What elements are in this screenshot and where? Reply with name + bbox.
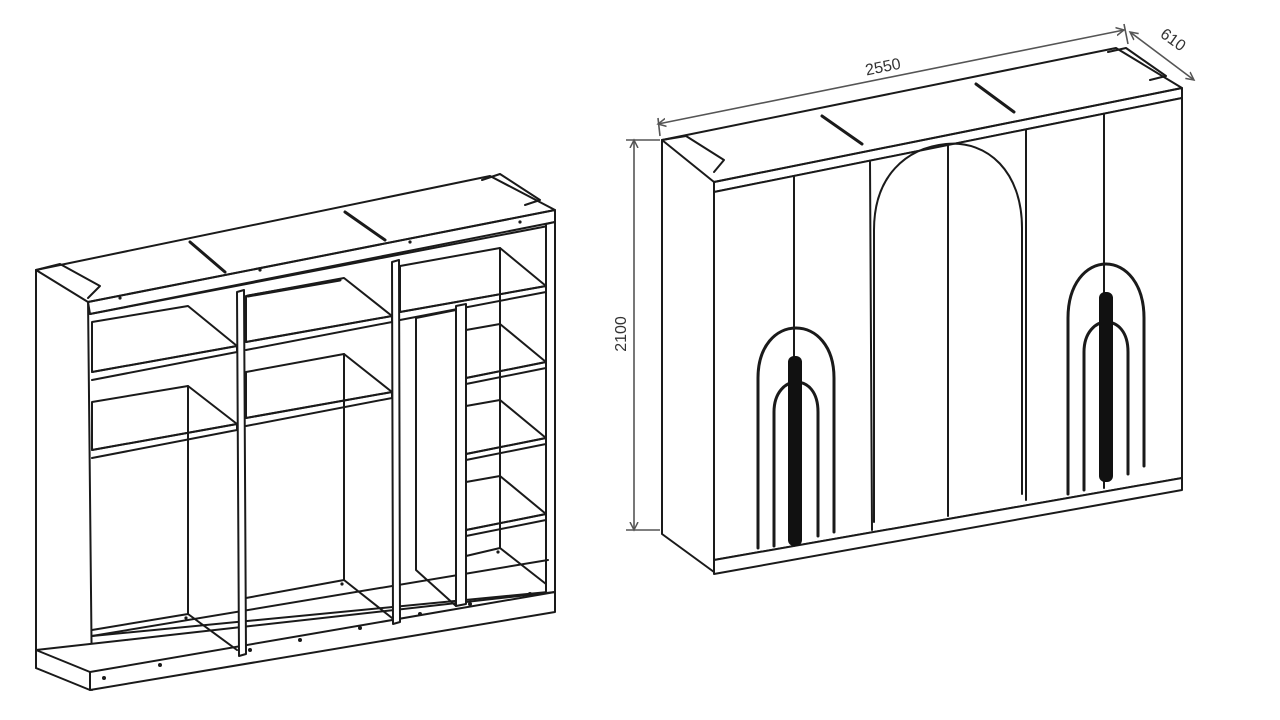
plinth-edge <box>35 649 91 673</box>
shelf-c1-middle-edge <box>91 423 238 459</box>
hanging-rail-c2 <box>246 278 342 298</box>
open-wardrobe-view <box>35 173 556 691</box>
shelf-c2-top-edge <box>245 315 393 351</box>
plinth-front <box>35 591 556 691</box>
c2-floor-edge <box>343 579 393 619</box>
top-cap-left <box>35 263 101 299</box>
shelf-c1-top-edge <box>91 345 238 381</box>
shelf-c3r-3-edge <box>465 513 547 537</box>
shelf-c2-middle-edge <box>245 391 393 427</box>
width-dimension-line <box>658 30 1124 124</box>
depth-dimension-label: 610 <box>1157 26 1189 56</box>
central-arch <box>873 142 1023 523</box>
closed-top-cap-left <box>661 135 725 173</box>
shelf-c1-top <box>91 305 238 373</box>
c1-floor-edge <box>187 613 238 651</box>
depth-dimension-line <box>1130 32 1194 80</box>
width-tick-left <box>657 117 661 137</box>
closed-plinth <box>713 477 1183 575</box>
closed-wardrobe-view: 2550 610 2100 <box>613 23 1194 575</box>
c3r-floor-edge <box>499 547 547 585</box>
left-handle-bar <box>788 356 802 546</box>
left-arch-decoration <box>756 326 836 550</box>
right-arch-decoration <box>1066 262 1146 496</box>
right-side-panel <box>545 221 556 607</box>
divider-1 <box>236 289 247 657</box>
shelf-c3-top-edge <box>399 285 547 321</box>
shelf-c3-top <box>399 247 547 313</box>
top-cap-right <box>481 173 541 206</box>
shelf-c2-top <box>245 277 393 343</box>
floor-back-line <box>91 559 549 637</box>
divider-2 <box>391 259 401 625</box>
top-seam-right <box>343 210 387 242</box>
fixing-dots <box>102 220 532 680</box>
width-dimension-label: 2550 <box>864 56 902 80</box>
width-dimension: 2550 <box>657 23 1129 137</box>
closed-left-side <box>661 139 715 573</box>
right-handle-bar <box>1099 292 1113 482</box>
left-side-panel <box>35 269 93 691</box>
c3-narrow-bay <box>415 309 457 607</box>
shelf-c3r-2-edge <box>465 437 547 461</box>
width-tick-right <box>1123 23 1129 45</box>
height-dimension: 2100 <box>613 140 660 530</box>
top-seam-left <box>188 240 227 274</box>
shelf-c3r-1-edge <box>465 361 547 385</box>
divider-3 <box>455 303 467 607</box>
height-dimension-label: 2100 <box>613 316 630 352</box>
shelf-c2-middle <box>245 353 393 419</box>
shelf-c1-middle <box>91 385 238 451</box>
plinth-top-edge <box>89 591 556 673</box>
